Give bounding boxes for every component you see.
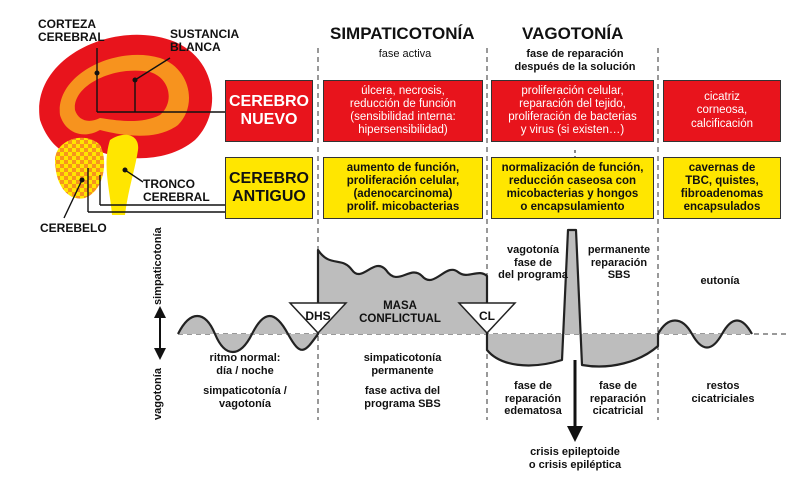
restos-cicatriciales-label: restos cicatriciales (691, 380, 755, 405)
eutonia-label: eutonía (700, 275, 740, 287)
crisis-label: crisis epileptoide o crisis epiléptica (528, 446, 622, 471)
nuevo-simpaticotonia-cell: úlcera, necrosis, reducción de función (… (323, 80, 483, 142)
corteza-label: CORTEZA CEREBRAL (38, 17, 105, 45)
simpaticotonia-permanente-label: simpaticotonía permanente (363, 352, 442, 377)
axis-simpaticotonia-label: simpaticotonía (152, 227, 164, 305)
fase-activa-sbs-label: fase activa del programa SBS (364, 385, 441, 410)
tonus-curve (177, 228, 753, 368)
cerebelo-shape (55, 137, 105, 199)
tronco-label: TRONCO CEREBRAL (143, 177, 210, 205)
fase-cicatricial-label: fase de reparación cicatricial (589, 380, 647, 418)
masa-conflictual-label: MASA CONFLICTUAL (359, 300, 441, 326)
antiguo-restos-cell: cavernas de TBC, quistes, fibroadenomas … (663, 157, 781, 219)
cl-label: CL (479, 309, 495, 323)
dhs-label: DHS (305, 309, 331, 323)
simpaticotonia-title: SIMPATICOTONÍA (330, 24, 475, 43)
inner-cortex-shape (74, 70, 169, 122)
vagotonia-permanente-right: permanente reparación SBS (587, 244, 651, 282)
sustancia-label: SUSTANCIA BLANCA (170, 27, 240, 55)
vagotonia-title: VAGOTONÍA (522, 24, 624, 43)
brain-pointers (63, 48, 225, 219)
cl-triangle (457, 302, 517, 335)
vagotonia-subtitle: fase de reparación después de la solució… (514, 48, 636, 73)
cerebro-nuevo-label: CEREBRO NUEVO (225, 80, 313, 142)
nuevo-vagotonia-cell: proliferación celular, reparación del te… (491, 80, 654, 142)
vagotonia-permanente-left: vagotonía fase de del programa (498, 244, 568, 282)
antiguo-simpaticotonia-cell: aumento de función, proliferación celula… (323, 157, 483, 219)
cerebelo-label: CEREBELO (40, 221, 107, 235)
dhs-triangle (288, 302, 348, 335)
brain-illustration (39, 34, 213, 215)
antiguo-vagotonia-cell: normalización de función, reducción case… (491, 157, 654, 219)
tronco-shape (106, 134, 139, 215)
nuevo-restos-cell: cicatriz corneosa, calcificación (663, 80, 781, 142)
axis-vagotonia-label: vagotonía (152, 368, 164, 420)
simpaticotonia-subtitle: fase activa (378, 48, 432, 60)
vertical-axis (154, 306, 166, 360)
ritmo-normal-label: ritmo normal: día / noche (209, 352, 281, 377)
simpaticotonia-vagotonia-label: simpaticotonía / vagotonía (203, 385, 287, 410)
fase-edematosa-label: fase de reparación edematosa (504, 380, 562, 418)
cerebro-antiguo-label: CEREBRO ANTIGUO (225, 157, 313, 219)
